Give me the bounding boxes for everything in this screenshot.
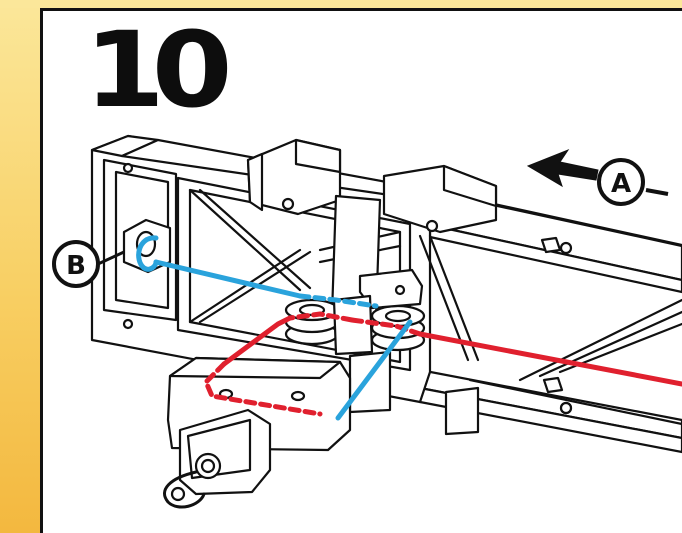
axle-block	[332, 268, 424, 356]
lower-support	[348, 350, 392, 414]
frame-rail	[418, 188, 682, 454]
pulley-left	[284, 298, 340, 346]
callout-b-label: B	[66, 251, 86, 281]
step-number: 10	[84, 9, 233, 131]
direction-arrow	[526, 148, 599, 188]
red-cable	[203, 311, 682, 417]
callout-b: B	[52, 240, 125, 288]
hook-block	[163, 356, 352, 509]
lower-clip	[444, 386, 480, 436]
callout-a-label: A	[611, 169, 631, 199]
yellow-side-band	[0, 0, 40, 533]
yellow-top-band	[0, 0, 682, 8]
blue-cable	[136, 235, 413, 421]
callout-a: A	[597, 158, 669, 206]
